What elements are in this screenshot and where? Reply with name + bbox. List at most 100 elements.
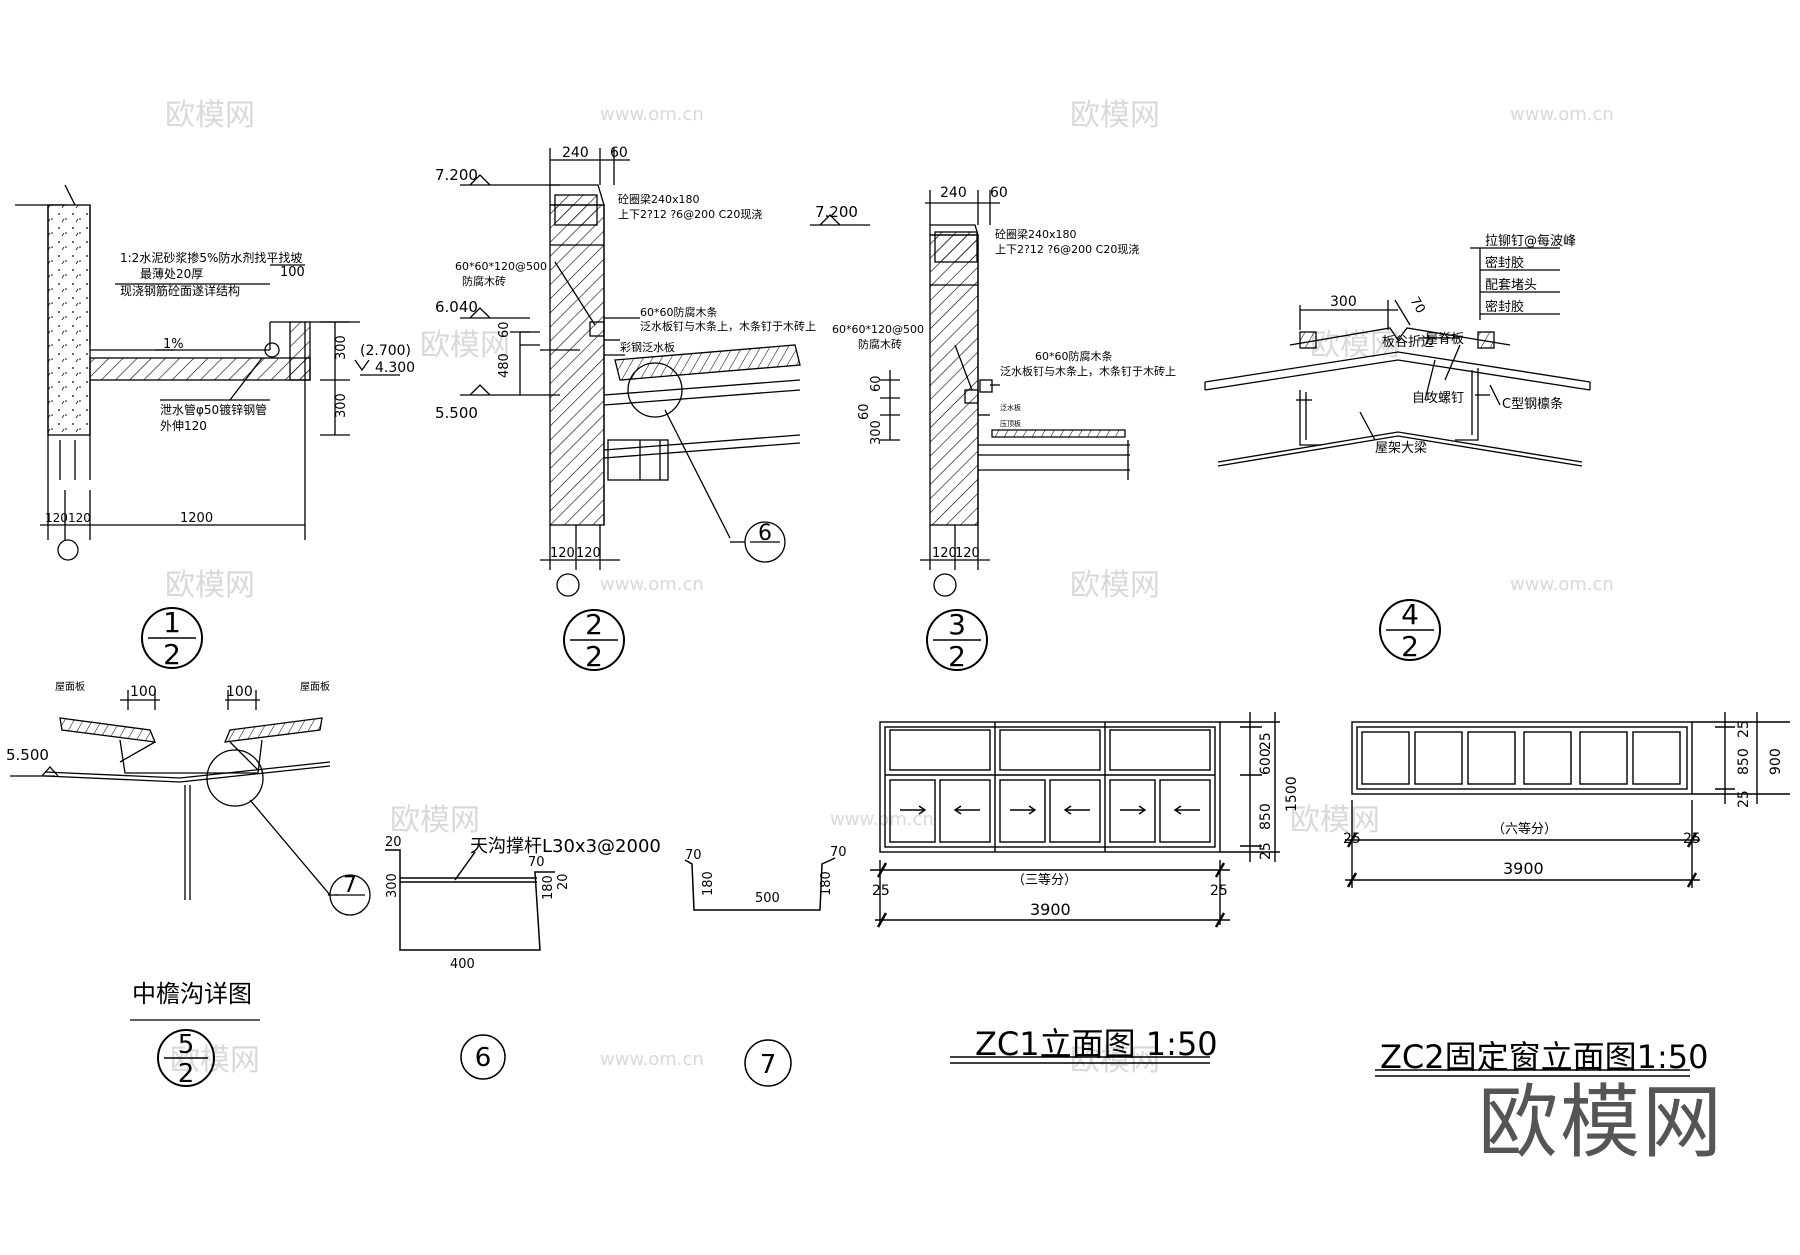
zc2-dim-25-top: 25: [1736, 720, 1752, 738]
detail4-screw: 自攻螺钉: [1412, 391, 1464, 406]
gutter7-dim-70a: 70: [685, 848, 702, 863]
detail2-elev-mid: 6.040: [435, 298, 478, 316]
watermark-logo: 欧模网: [390, 803, 480, 838]
detail3-beam-note-1: 砼圈梁240x180: [995, 227, 1077, 241]
detail3-dim-120a: 120: [932, 546, 957, 561]
detail4-symbol-top: 4: [1401, 598, 1419, 631]
detail1-note-2: 最薄处20厚: [140, 266, 203, 281]
watermark-url: www.om.cn: [600, 104, 704, 125]
detail-2-symbol: 2 2: [563, 608, 625, 673]
watermark-url: www.om.cn: [600, 574, 704, 595]
detail3-dim-60: 60: [990, 185, 1008, 201]
detail3-dim-300: 300: [869, 420, 884, 445]
zc1-width: 3900: [1030, 900, 1071, 919]
detail3-strip-note-2: 泛水板钉与木条上，木条钉于木砖上: [1000, 364, 1176, 378]
gutter6-dim-300: 300: [385, 873, 400, 898]
detail4-dim-70: 70: [1407, 295, 1428, 317]
zc1-dim-600: 600: [1258, 748, 1274, 775]
detail1-dim-100: 100: [280, 265, 305, 280]
detail5-roof-panel-right: 屋面板: [300, 680, 330, 693]
detail1-note-3: 现浇钢筋砼面遂详结构: [120, 283, 240, 298]
detail4-label-1: 拉铆钉@每波峰: [1485, 233, 1576, 249]
watermark-url: www.om.cn: [1510, 104, 1614, 125]
detail1-pipe-note-1: 泄水管φ50镀锌钢管: [160, 402, 267, 417]
detail-4-text: 拉铆钉@每波峰 密封胶 配套堵头 密封胶 300 70 屋脊板 板谷折边 自攻螺…: [1330, 233, 1576, 456]
detail5-title: 中檐沟详图: [132, 980, 252, 1008]
detail2-symbol-top: 2: [585, 608, 603, 641]
detail1-note-1: 1:2水泥砂浆掺5%防水剂找平找坡: [120, 250, 302, 265]
detail1-dim-120b: 120: [68, 511, 91, 525]
detail-5: [10, 690, 371, 1021]
gutter7-dim-180a: 180: [701, 871, 716, 896]
detail2-dim-60v: 60: [497, 321, 512, 338]
detail1-symbol-bottom: 2: [163, 638, 181, 671]
detail3-wood-note-1: 60*60*120@500: [832, 323, 924, 336]
detail4-purlin: C型钢檩条: [1502, 396, 1563, 412]
gutter6-dim-70: 70: [528, 855, 545, 870]
detail-3-text: 240 60 7.200 砼圈梁240x180 上下2?12 ?6@200 C2…: [815, 185, 1176, 561]
detail1-elev-b: 4.300: [375, 360, 415, 376]
detail-3-symbol: 3 2: [926, 608, 988, 673]
detail1-dim-120a: 120: [45, 511, 68, 525]
detail2-dim-120b: 120: [576, 546, 601, 561]
zc2-dim-900: 900: [1768, 748, 1784, 775]
detail4-label-3: 配套堵头: [1485, 277, 1537, 293]
watermark-logo: 欧模网: [1070, 1043, 1160, 1078]
detail2-dim-240: 240: [562, 145, 589, 161]
watermark-logo: 欧模网: [1070, 568, 1160, 603]
detail-1: [15, 184, 400, 561]
gutter7-dim-70b: 70: [830, 845, 847, 860]
detail1-dim-300a: 300: [334, 335, 349, 360]
detail5-roof-panel-left: 屋面板: [55, 680, 85, 693]
zc2-width: 3900: [1503, 859, 1544, 878]
detail2-symbol-bottom: 2: [585, 640, 603, 673]
detail5-dim-right: 100: [226, 684, 253, 700]
zc1-text: 25 600 1500 850 25 25 25 （三等分） 3900 ZC1立…: [872, 732, 1300, 1063]
watermark-url: www.om.cn: [600, 1049, 704, 1070]
zc2-dim-850: 850: [1736, 748, 1752, 775]
detail2-wood-note-2: 防腐木砖: [462, 274, 506, 288]
detail1-pipe-note-2: 外伸120: [160, 419, 207, 433]
zc2-edge-left: 25: [1343, 831, 1361, 847]
gutter6-dim-400: 400: [450, 957, 475, 972]
detail1-dim-1200: 1200: [180, 511, 213, 526]
gutter7-dim-500: 500: [755, 891, 780, 906]
watermarks: 欧模网 www.om.cn 欧模网 www.om.cn 欧模网 www.om.c…: [165, 98, 1614, 1078]
detail2-ref-6: 6: [758, 521, 772, 546]
gutter6-dim-180: 180: [541, 875, 556, 900]
detail2-beam-note-1: 砼圈梁240x180: [618, 192, 700, 206]
gutter6-symbol: 6: [475, 1043, 492, 1073]
detail3-small-note-2: 压顶板: [1000, 419, 1021, 428]
detail4-label-2: 密封胶: [1485, 255, 1524, 271]
gutter-7-text: 70 180 500 180 70 7: [685, 845, 847, 1080]
detail3-wood-note-2: 防腐木砖: [858, 337, 902, 351]
detail-1-symbol: 1 2: [141, 606, 203, 671]
detail3-dim-60a: 60: [869, 375, 884, 392]
detail4-fold: 板谷折边: [1382, 335, 1434, 350]
detail4-label-4: 密封胶: [1485, 299, 1524, 315]
detail2-dim-60: 60: [610, 145, 628, 161]
detail4-truss: 屋架大梁: [1375, 441, 1427, 456]
detail-4: [1204, 247, 1591, 467]
detail-4-symbol: 4 2: [1379, 598, 1441, 663]
zc1-edge-right: 25: [1210, 883, 1228, 899]
watermark-logo: 欧模网: [165, 568, 255, 603]
detail3-beam-note-2: 上下2?12 ?6@200 C20现浇: [995, 243, 1139, 256]
detail2-beam-note-2: 上下2?12 ?6@200 C20现浇: [618, 208, 762, 221]
detail2-flash-note: 彩钢泛水板: [620, 340, 675, 354]
detail1-symbol-top: 1: [163, 606, 181, 639]
detail2-strip-note-1: 60*60防腐木条: [640, 305, 718, 319]
detail3-strip-note-1: 60*60防腐木条: [1035, 349, 1113, 363]
zc1-title: ZC1立面图 1:50: [975, 1025, 1218, 1063]
detail5-ref-7: 7: [343, 873, 357, 898]
zc2-dim-25-bottom: 25: [1736, 790, 1752, 808]
detail3-symbol-bottom: 2: [948, 640, 966, 673]
detail2-elev-top: 7.200: [435, 166, 478, 184]
detail2-dim-480: 480: [497, 353, 512, 378]
detail-5-text: 屋面板 屋面板 100 100 5.500 7 中檐沟详图: [6, 680, 357, 1008]
gutter-7: [684, 857, 836, 1087]
zc1-division: （三等分）: [1012, 872, 1077, 888]
watermark-url: www.om.cn: [1510, 574, 1614, 595]
gutter6-brace: 天沟撑杆L30x3@2000: [470, 836, 661, 857]
